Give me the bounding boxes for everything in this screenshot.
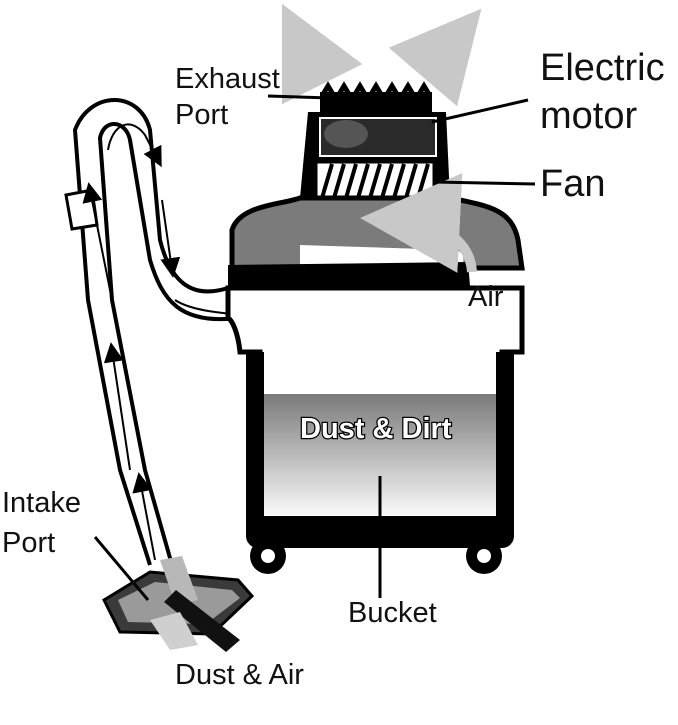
intake-port-label-line1: Intake	[2, 487, 81, 519]
exhaust-port-label-line2: Port	[175, 99, 228, 131]
exhaust-port-label-line1: Exhaust	[175, 63, 280, 95]
intake-nozzle	[102, 556, 255, 652]
air-label: Air	[468, 281, 504, 313]
fan-leader	[433, 180, 536, 186]
motor-housing	[300, 81, 450, 202]
dust-air-label: Dust & Air	[175, 659, 304, 691]
bucket-label: Bucket	[348, 597, 437, 629]
hose	[64, 98, 239, 566]
hose-airflow-arrows	[82, 123, 288, 561]
exhaust-airflow-right-arrow	[388, 8, 482, 107]
intake-air-arrow	[360, 173, 477, 273]
exhaust-port-leader	[267, 94, 331, 100]
intake-port-leader	[93, 536, 150, 601]
electric-motor-leader	[431, 98, 529, 124]
exhaust-airflow-left-arrow	[281, 3, 363, 105]
fan-label: Fan	[540, 163, 605, 205]
dust-dirt-label: Dust & Dirt	[300, 413, 452, 445]
electric-motor-label-line1: Electric	[540, 47, 665, 89]
intake-port-label-line2: Port	[2, 527, 55, 559]
electric-motor-label-line2: motor	[540, 95, 637, 137]
